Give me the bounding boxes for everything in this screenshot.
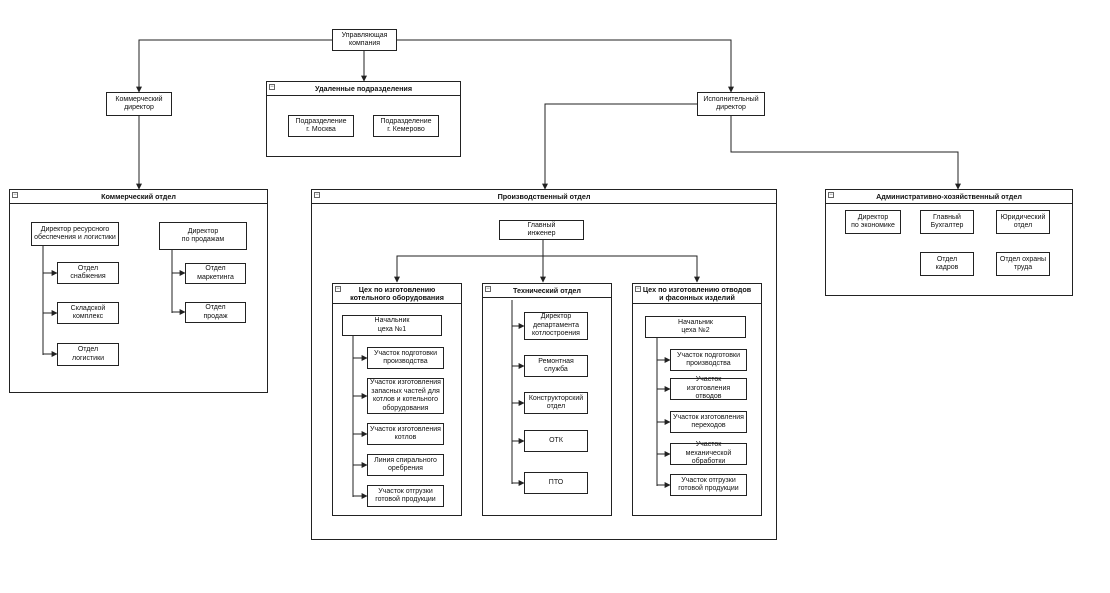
workshop1-item-5[interactable]: Участок отгрузки готовой продукции: [367, 485, 444, 507]
remote-subdivisions-title: Удаленные подразделения: [267, 82, 460, 96]
workshop1-item-3[interactable]: Участок изготовления котлов: [367, 423, 444, 445]
chief-accountant-node[interactable]: Главный Бухгалтер: [920, 210, 974, 234]
production-department-title: Производственный отдел: [312, 190, 776, 204]
collapse-toggle-icon[interactable]: −: [12, 192, 18, 198]
chief-engineer-node[interactable]: Главный инженер: [499, 220, 584, 240]
workshop1-title: Цех по изготовлению котельного оборудова…: [333, 284, 461, 304]
commercial-director-node[interactable]: Коммерческий директор: [106, 92, 172, 116]
workshop2-group: Цех по изготовлению отводов и фасонных и…: [632, 283, 762, 516]
admin-department-title: Административно-хозяйственный отдел: [826, 190, 1072, 204]
workshop2-head-node[interactable]: Начальник цеха №2: [645, 316, 746, 338]
collapse-toggle-icon[interactable]: −: [335, 286, 341, 292]
legal-dept-node[interactable]: Юридический отдел: [996, 210, 1050, 234]
logistics-dept-node[interactable]: Отдел логистики: [57, 343, 119, 366]
technical-item-1[interactable]: Директор департамента котлостроения: [524, 312, 588, 340]
technical-item-2[interactable]: Ремонтная служба: [524, 355, 588, 377]
workshop1-item-2[interactable]: Участок изготовления запасных частей для…: [367, 378, 444, 414]
collapse-toggle-icon[interactable]: −: [635, 286, 641, 292]
workshop2-item-4[interactable]: Участок механической обработки: [670, 441, 747, 465]
collapse-toggle-icon[interactable]: −: [485, 286, 491, 292]
executive-director-node[interactable]: Исполнительный директор: [697, 92, 765, 116]
workshop1-item-1[interactable]: Участок подготовки производства: [367, 347, 444, 369]
workshop1-group: Цех по изготовлению котельного оборудова…: [332, 283, 462, 516]
admin-department-group: Административно-хозяйственный отдел −: [825, 189, 1073, 296]
workshop2-title: Цех по изготовлению отводов и фасонных и…: [633, 284, 761, 304]
economy-director-node[interactable]: Директор по экономике: [845, 210, 901, 234]
technical-item-3[interactable]: Конструкторский отдел: [524, 392, 588, 414]
collapse-toggle-icon[interactable]: −: [269, 84, 275, 90]
commercial-department-title: Коммерческий отдел: [10, 190, 267, 204]
workshop2-item-3[interactable]: Участок изготовления переходов: [670, 411, 747, 433]
workshop1-head-node[interactable]: Начальник цеха №1: [342, 315, 442, 336]
supply-dept-node[interactable]: Отдел снабжения: [57, 262, 119, 284]
workshop2-item-5[interactable]: Участок отгрузки готовой продукции: [670, 474, 747, 496]
production-department-group: Производственный отдел −: [311, 189, 777, 540]
collapse-toggle-icon[interactable]: −: [314, 192, 320, 198]
hr-dept-node[interactable]: Отдел кадров: [920, 252, 974, 276]
collapse-toggle-icon[interactable]: −: [828, 192, 834, 198]
technical-item-4[interactable]: ОТК: [524, 430, 588, 452]
resource-director-node[interactable]: Директор ресурсного обеспечения и логист…: [31, 222, 119, 246]
kemerovo-subdivision-node[interactable]: Подразделение г. Кемерово: [373, 115, 439, 137]
technical-dept-group: Технический отдел −: [482, 283, 612, 516]
workshop2-item-1[interactable]: Участок подготовки производства: [670, 349, 747, 371]
workshop2-item-2[interactable]: Участок изготовления отводов: [670, 376, 747, 400]
workshop1-item-4[interactable]: Линия спирального оребрения: [367, 454, 444, 476]
technical-dept-title: Технический отдел: [483, 284, 611, 298]
remote-subdivisions-group: Удаленные подразделения −: [266, 81, 461, 157]
sales-director-node[interactable]: Директор по продажам: [159, 222, 247, 250]
commercial-department-group: Коммерческий отдел −: [9, 189, 268, 393]
warehouse-node[interactable]: Складской комплекс: [57, 302, 119, 324]
technical-item-5[interactable]: ПТО: [524, 472, 588, 494]
management-company-node[interactable]: Управляющая компания: [332, 29, 397, 51]
labor-safety-node[interactable]: Отдел охраны труда: [996, 252, 1050, 276]
moscow-subdivision-node[interactable]: Подразделение г. Москва: [288, 115, 354, 137]
marketing-dept-node[interactable]: Отдел маркетинга: [185, 263, 246, 284]
sales-dept-node[interactable]: Отдел продаж: [185, 302, 246, 323]
